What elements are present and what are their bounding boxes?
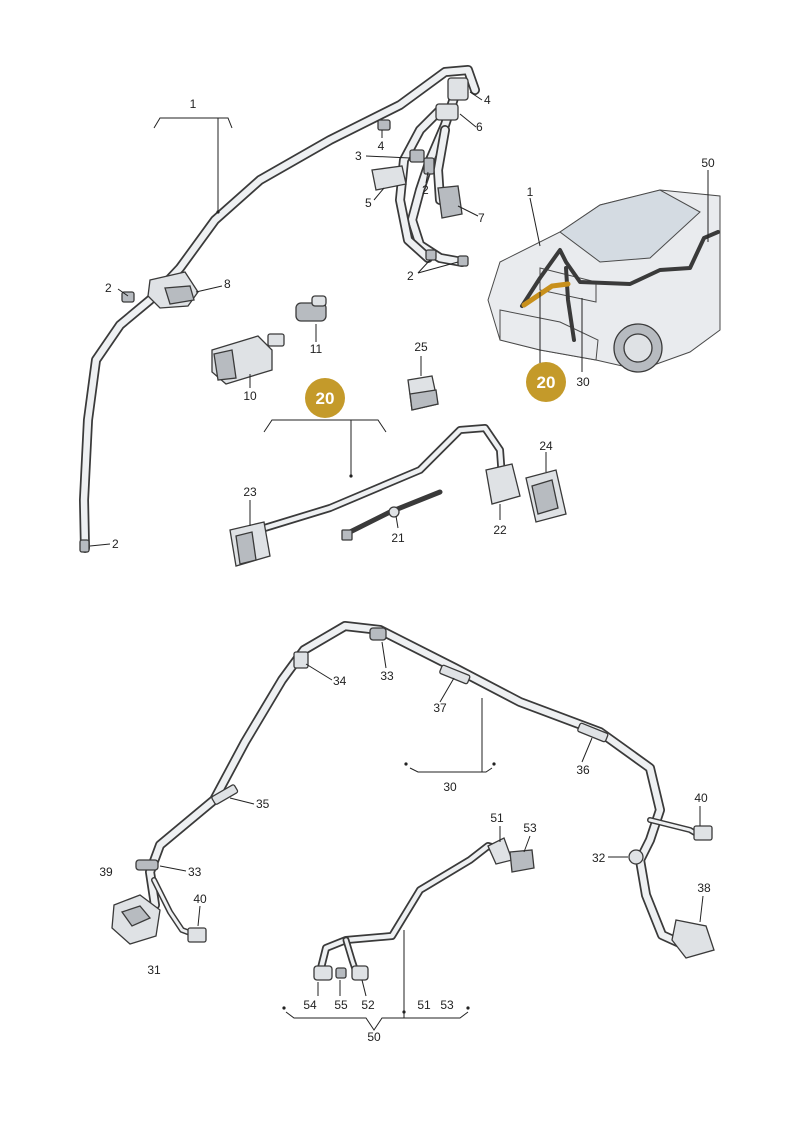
label-6: 6	[476, 120, 483, 134]
label-33b: 33	[188, 865, 202, 879]
sensor-31-face	[120, 905, 152, 927]
label-35: 35	[256, 797, 270, 811]
sensor-11	[295, 295, 327, 322]
connector-52	[351, 965, 369, 981]
label-4b: 4	[378, 139, 385, 153]
label-30: 30	[443, 780, 457, 794]
badge-20-car: 20	[526, 362, 566, 402]
badge-20-middle: 20	[305, 378, 345, 418]
label-34: 34	[333, 674, 347, 688]
label-3: 3	[355, 149, 362, 163]
connector-5	[371, 165, 407, 191]
clip-34	[293, 651, 309, 669]
label-2c: 2	[105, 281, 112, 295]
label-22: 22	[493, 523, 507, 537]
label-car-50: 50	[701, 156, 715, 170]
label-25: 25	[414, 340, 428, 354]
label-10: 10	[243, 389, 257, 403]
label-31: 31	[147, 963, 161, 977]
bracket-25-base	[409, 389, 439, 411]
label-11: 11	[310, 342, 323, 356]
connector-24	[525, 469, 567, 523]
connector-23	[229, 521, 271, 567]
label-5: 5	[365, 196, 372, 210]
car-harness-30	[564, 266, 576, 342]
label-40a: 40	[694, 791, 708, 805]
car-harness-dark	[520, 230, 720, 308]
label-car-1: 1	[527, 185, 534, 199]
label-52: 52	[361, 998, 375, 1012]
sensor-38	[671, 919, 715, 959]
cable-tie-21-clip	[388, 506, 400, 518]
label-2a: 2	[422, 183, 429, 197]
connector-40-right	[693, 825, 713, 841]
connector-40-left	[187, 927, 207, 943]
label-23: 23	[243, 485, 257, 499]
label-53a: 53	[523, 821, 537, 835]
harness-50-leader-lines	[282, 826, 531, 1031]
label-51b: 51	[417, 998, 431, 1012]
clip-2-lower-a	[425, 249, 437, 261]
connector-4-top	[447, 77, 469, 101]
label-4a: 4	[484, 93, 491, 107]
grommet-33-top	[369, 627, 387, 641]
grommet-33-left	[135, 859, 159, 871]
connector-54	[313, 965, 333, 981]
harness-leader-lines	[89, 91, 483, 547]
harness-20-leader-lines	[249, 419, 547, 529]
label-39: 39	[99, 865, 113, 879]
label-7: 7	[478, 211, 485, 225]
label-53b: 53	[440, 998, 454, 1012]
main-wiring-harness	[79, 65, 480, 553]
connector-22	[485, 463, 521, 505]
label-37: 37	[433, 701, 447, 715]
car-illustration	[487, 189, 721, 373]
cable-tie-21-head	[341, 529, 353, 541]
part-number-labels: 1 4 6 4 3 2 5 7 2 2 8 11 10 25 24 23 22 …	[99, 93, 715, 1044]
label-32: 32	[592, 851, 606, 865]
label-24: 24	[539, 439, 553, 453]
label-1-main: 1	[190, 97, 197, 111]
label-51a: 51	[490, 811, 504, 825]
harness-30-leader-lines	[159, 641, 704, 927]
grommet-32	[628, 849, 644, 865]
harness-50	[316, 842, 506, 976]
connector-53	[509, 849, 535, 873]
clip-2-lower-b	[457, 255, 469, 267]
highlighted-wire-20	[521, 281, 571, 308]
label-2b: 2	[407, 269, 414, 283]
label-2d: 2	[112, 537, 119, 551]
badge-20-car-text: 20	[537, 373, 556, 392]
connector-7	[437, 185, 463, 219]
label-car-30: 30	[576, 375, 590, 389]
label-50: 50	[367, 1030, 381, 1044]
connector-6	[435, 103, 459, 121]
harness-end-plug	[79, 539, 90, 553]
label-33a: 33	[380, 669, 394, 683]
badge-20-middle-text: 20	[316, 389, 335, 408]
label-40b: 40	[193, 892, 207, 906]
label-54: 54	[303, 998, 317, 1012]
car-leader-lines	[529, 170, 709, 372]
clip-3	[409, 149, 425, 163]
clip-36	[577, 722, 609, 743]
connector-10	[211, 333, 285, 385]
label-55: 55	[334, 998, 348, 1012]
connector-55	[335, 967, 347, 979]
grommet-8-body	[164, 285, 195, 305]
clip-2-mid	[423, 157, 435, 175]
label-21: 21	[391, 531, 405, 545]
label-38: 38	[697, 881, 711, 895]
label-8: 8	[224, 277, 231, 291]
clip-35	[211, 784, 239, 805]
harness-20	[254, 424, 506, 535]
clip-4	[377, 119, 391, 131]
label-36: 36	[576, 763, 590, 777]
